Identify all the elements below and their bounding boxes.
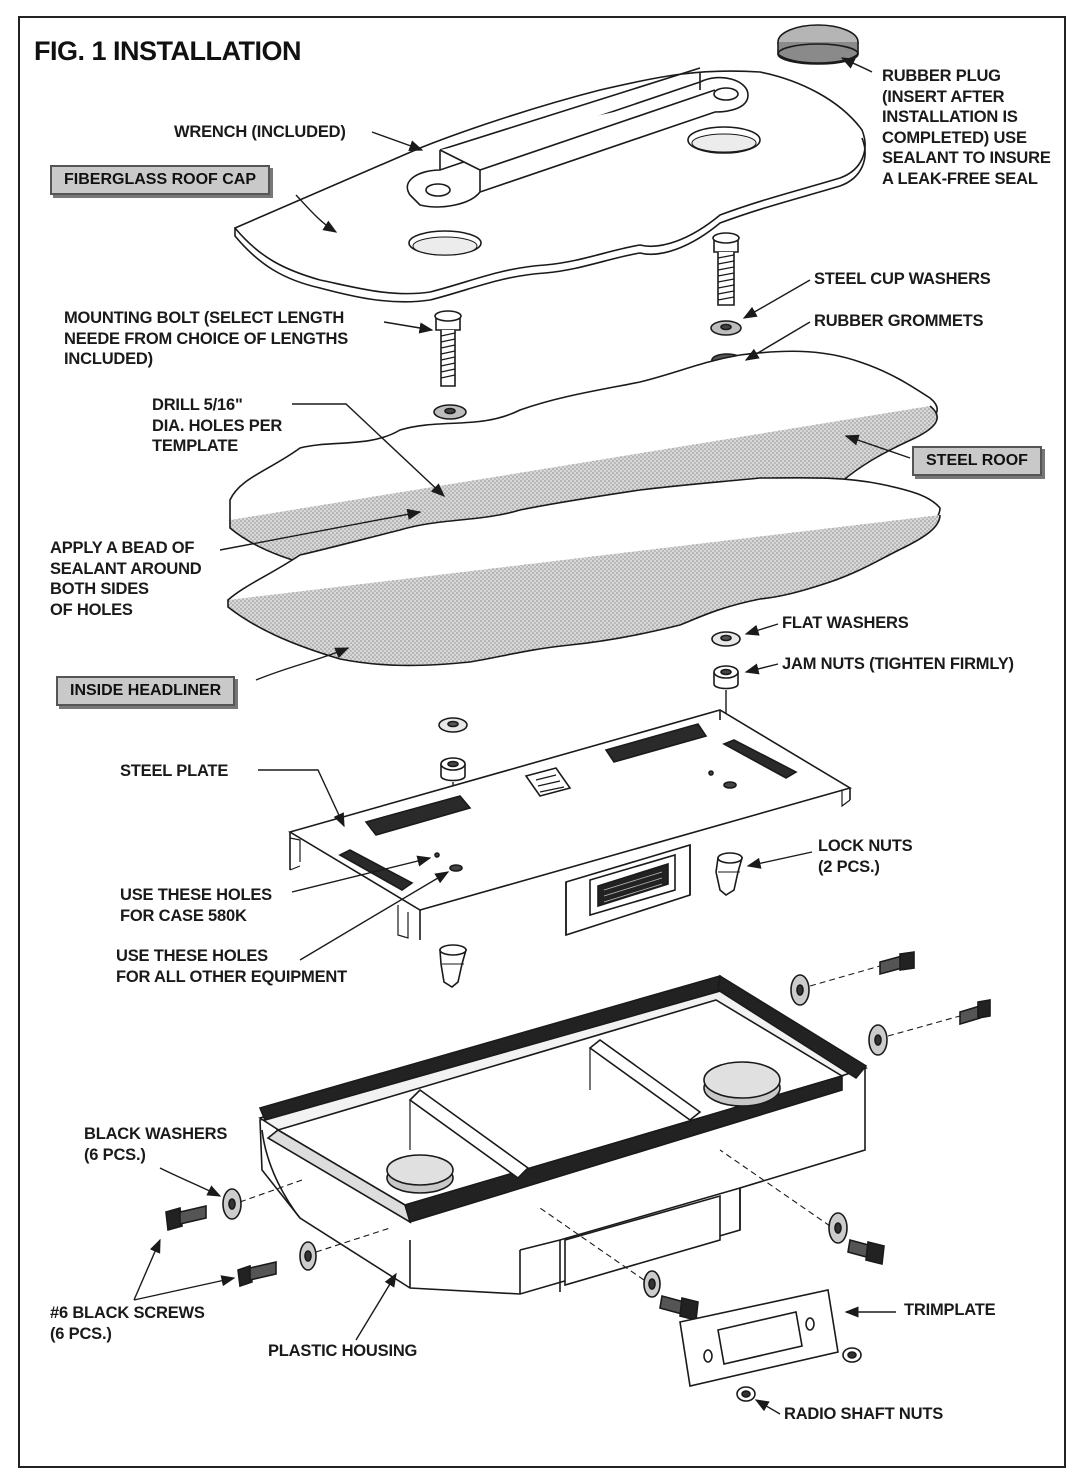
left-flat-washer: [438, 717, 468, 733]
black-washer-left-upper: [222, 1188, 242, 1220]
black-washer-bottom-center: [643, 1270, 661, 1298]
rubber-plug: [777, 24, 859, 65]
callout-drill-holes: DRILL 5/16" DIA. HOLES PER TEMPLATE: [152, 396, 283, 455]
callout-black-screws: #6 BLACK SCREWS (6 PCS.): [50, 1304, 205, 1343]
left-jam-nut: [440, 757, 466, 782]
black-screw-bottom-right: [847, 1238, 885, 1265]
black-washer-left-lower: [299, 1241, 317, 1271]
screw-axis-lines: [239, 965, 961, 1281]
callout-apply-sealant: APPLY A BEAD OF SEALANT AROUND BOTH SIDE…: [50, 539, 202, 619]
wrench: [406, 67, 749, 208]
callout-jam-nuts: JAM NUTS (TIGHTEN FIRMLY): [782, 655, 1014, 673]
black-washer-right-upper: [790, 974, 810, 1006]
callout-steel-plate: STEEL PLATE: [120, 762, 229, 780]
black-washer-bottom-right: [828, 1212, 848, 1244]
callout-steel-cup-washers: STEEL CUP WASHERS: [814, 270, 991, 288]
right-mounting-bolt: [712, 232, 740, 306]
steel-plate: [288, 709, 852, 940]
callout-black-washers: BLACK WASHERS (6 PCS.): [84, 1125, 228, 1164]
callout-holes-other-equipment: USE THESE HOLES FOR ALL OTHER EQUIPMENT: [116, 947, 347, 986]
label-steel-roof: STEEL ROOF: [912, 446, 1042, 476]
label-fiberglass-roof-cap: FIBERGLASS ROOF CAP: [50, 165, 271, 195]
callout-wrench: WRENCH (INCLUDED): [174, 123, 346, 141]
right-jam-nut: [713, 665, 739, 690]
left-steel-cup-washer: [433, 404, 467, 420]
callout-trimplate: TRIMPLATE: [904, 1301, 996, 1319]
radio-shaft-nut-left: [736, 1386, 756, 1402]
callout-plastic-housing: PLASTIC HOUSING: [268, 1342, 418, 1360]
label-inside-headliner: INSIDE HEADLINER: [56, 676, 236, 706]
left-mounting-bolt: [434, 310, 462, 387]
black-screw-left-lower: [237, 1260, 277, 1288]
figure-border: [18, 16, 1066, 1468]
black-washer-right-middle: [868, 1024, 888, 1056]
black-screw-left-upper: [165, 1204, 207, 1232]
callout-rubber-plug: RUBBER PLUG (INSERT AFTER INSTALLATION I…: [882, 67, 1051, 188]
figure-title: FIG. 1 INSTALLATION: [34, 36, 302, 66]
right-flat-washer: [711, 631, 741, 647]
black-screw-right-upper: [879, 951, 915, 976]
black-screw-right-middle: [959, 999, 991, 1026]
plastic-housing: [258, 974, 868, 1295]
black-screw-bottom-center: [659, 1294, 699, 1321]
leader-lines: [133, 57, 911, 1415]
trimplate: [679, 1289, 839, 1387]
callout-flat-washers: FLAT WASHERS: [782, 614, 909, 632]
callout-mounting-bolt: MOUNTING BOLT (SELECT LENGTH NEEDE FROM …: [64, 309, 349, 368]
callout-radio-shaft-nuts: RADIO SHAFT NUTS: [784, 1405, 944, 1423]
left-lock-nut: [439, 944, 468, 988]
callout-rubber-grommets: RUBBER GROMMETS: [814, 312, 984, 330]
right-lock-nut: [715, 852, 744, 896]
callout-lock-nuts: LOCK NUTS (2 PCS.): [818, 837, 913, 876]
right-steel-cup-washer: [710, 320, 742, 336]
inside-headliner-panel: [226, 476, 941, 667]
radio-shaft-nut-right: [842, 1347, 862, 1363]
fiberglass-roof-cap-panel: [233, 70, 866, 303]
callout-holes-case-580k: USE THESE HOLES FOR CASE 580K: [120, 886, 272, 925]
